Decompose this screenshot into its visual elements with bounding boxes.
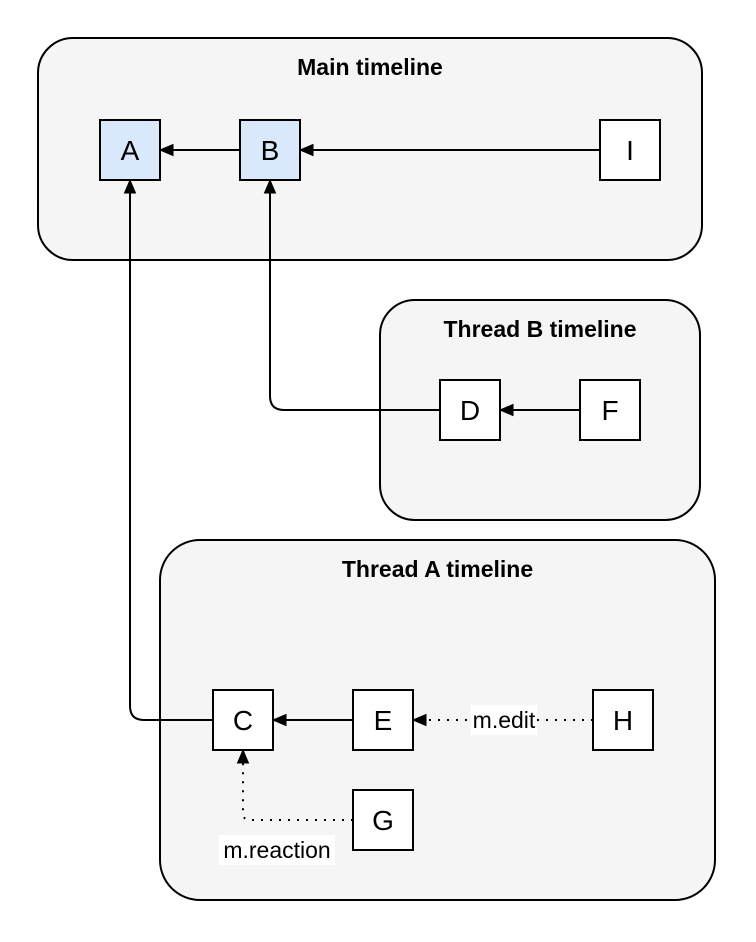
event-node-label-E: E [374,705,393,736]
event-node-label-D: D [460,395,480,426]
event-node-label-A: A [121,135,140,166]
container-title-thread-a-timeline: Thread A timeline [342,556,533,582]
event-node-G [352,789,414,851]
event-node-I [599,119,661,181]
event-node-F [579,379,641,441]
event-node-label-H: H [613,705,633,736]
event-node-E [352,689,414,751]
event-node-B [239,119,301,181]
container-title-thread-b-timeline: Thread B timeline [444,316,637,342]
edge-G-to-C [236,748,353,821]
edge-label-bg-G-to-C [219,835,335,865]
edge-C-to-A [123,178,213,721]
event-node-H [592,689,654,751]
edge-label-H-to-E: m.edit [473,707,536,733]
edge-label-bg-H-to-E [471,705,537,735]
event-node-label-C: C [233,705,253,736]
edge-label-G-to-C: m.reaction [223,837,330,863]
event-node-C [212,689,274,751]
event-node-label-F: F [601,395,618,426]
edge-D-to-B [263,178,440,411]
event-node-label-B: B [261,135,280,166]
event-node-label-I: I [626,135,634,166]
event-node-label-G: G [372,805,394,836]
container-title-main-timeline: Main timeline [297,54,443,80]
event-node-A [99,119,161,181]
event-node-D [439,379,501,441]
